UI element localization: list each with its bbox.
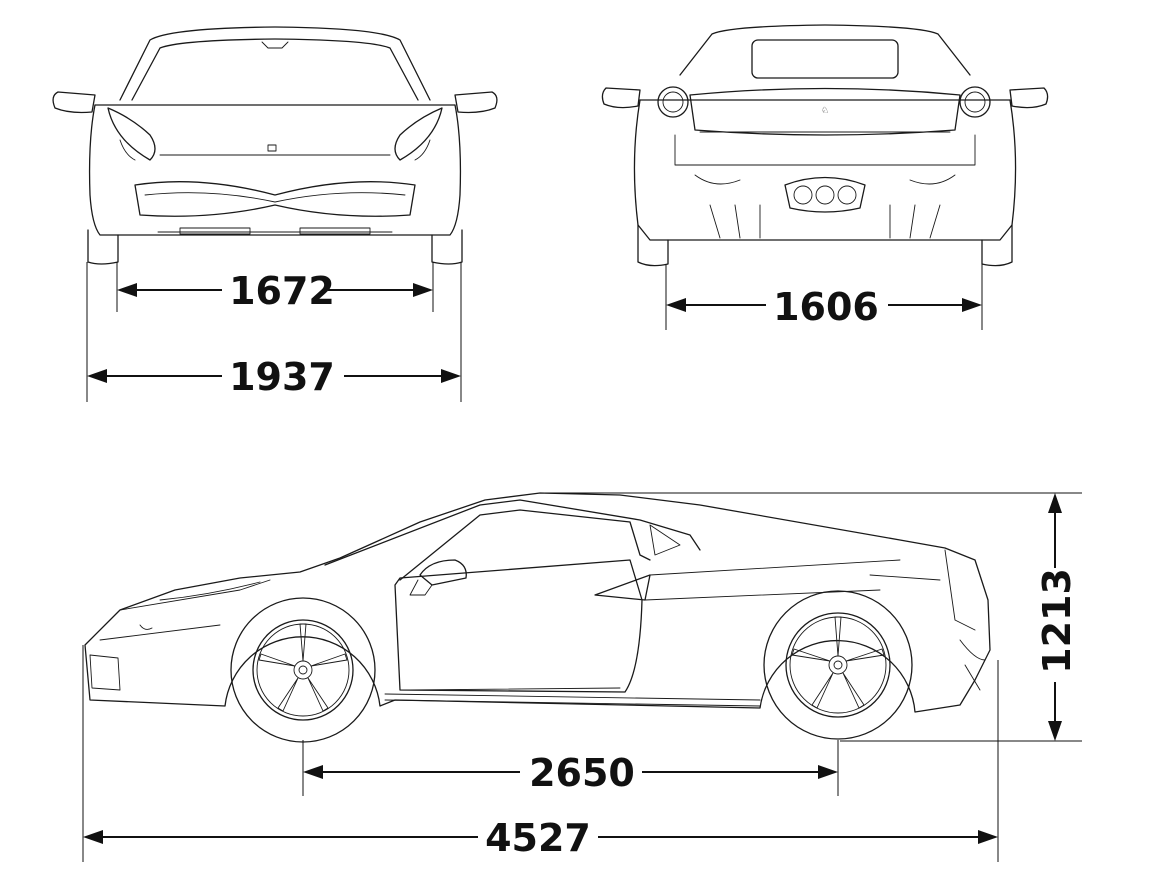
front-dimensions: 1672 1937 — [86, 262, 462, 402]
rear-dimensions: 1606 — [665, 264, 983, 330]
front-width-label: 1937 — [229, 355, 335, 399]
rear-view: ♘ — [601, 24, 1049, 267]
length-label: 4527 — [485, 816, 591, 860]
side-view — [84, 492, 991, 743]
rear-track-label: 1606 — [773, 285, 879, 329]
svg-text:♘: ♘ — [821, 106, 829, 116]
height-label: 1213 — [1035, 568, 1079, 674]
front-wheel — [230, 597, 376, 743]
front-view — [52, 26, 498, 265]
wheelbase-label: 2650 — [529, 751, 635, 795]
front-track-label: 1672 — [229, 269, 335, 313]
rear-wheel — [763, 590, 913, 740]
side-dimensions: 2650 4527 1213 — [82, 492, 1082, 862]
